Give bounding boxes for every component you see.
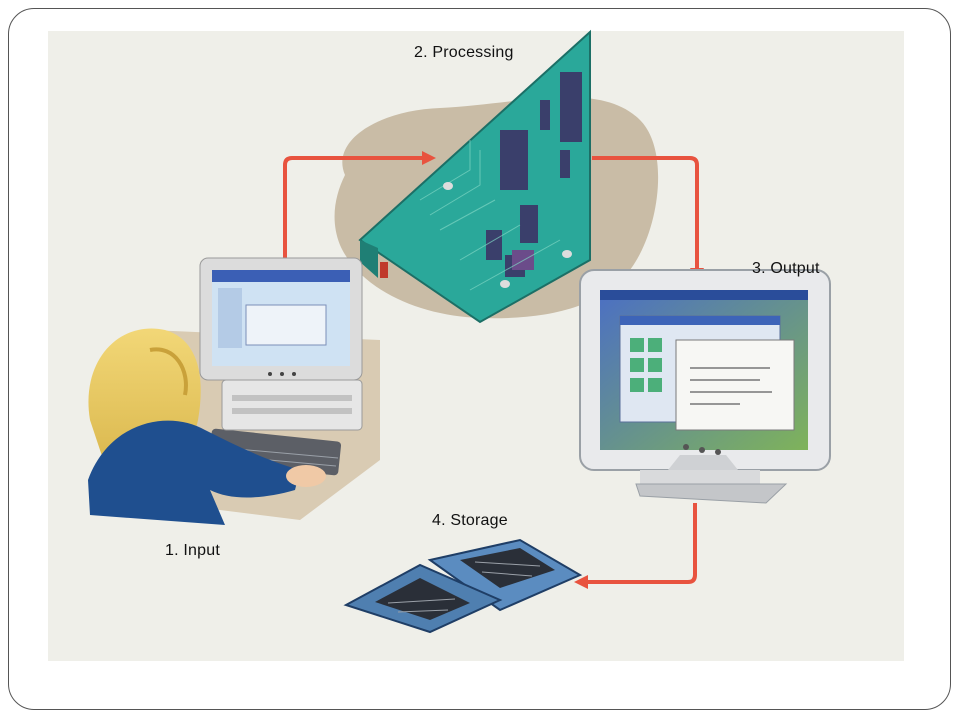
storage-floppy-disks-illustration [343,538,583,634]
arrow-to-storage [574,575,588,589]
input-computer-user-illustration [88,257,380,525]
flow-arrows [283,156,699,584]
label-processing: 2. Processing [414,44,514,61]
arrow-to-processing [422,151,436,165]
label-input: 1. Input [165,542,220,559]
label-storage: 4. Storage [432,512,508,529]
label-output: 3. Output [752,260,820,277]
output-monitor-illustration [579,269,831,504]
processing-circuit-board-illustration [334,29,659,324]
